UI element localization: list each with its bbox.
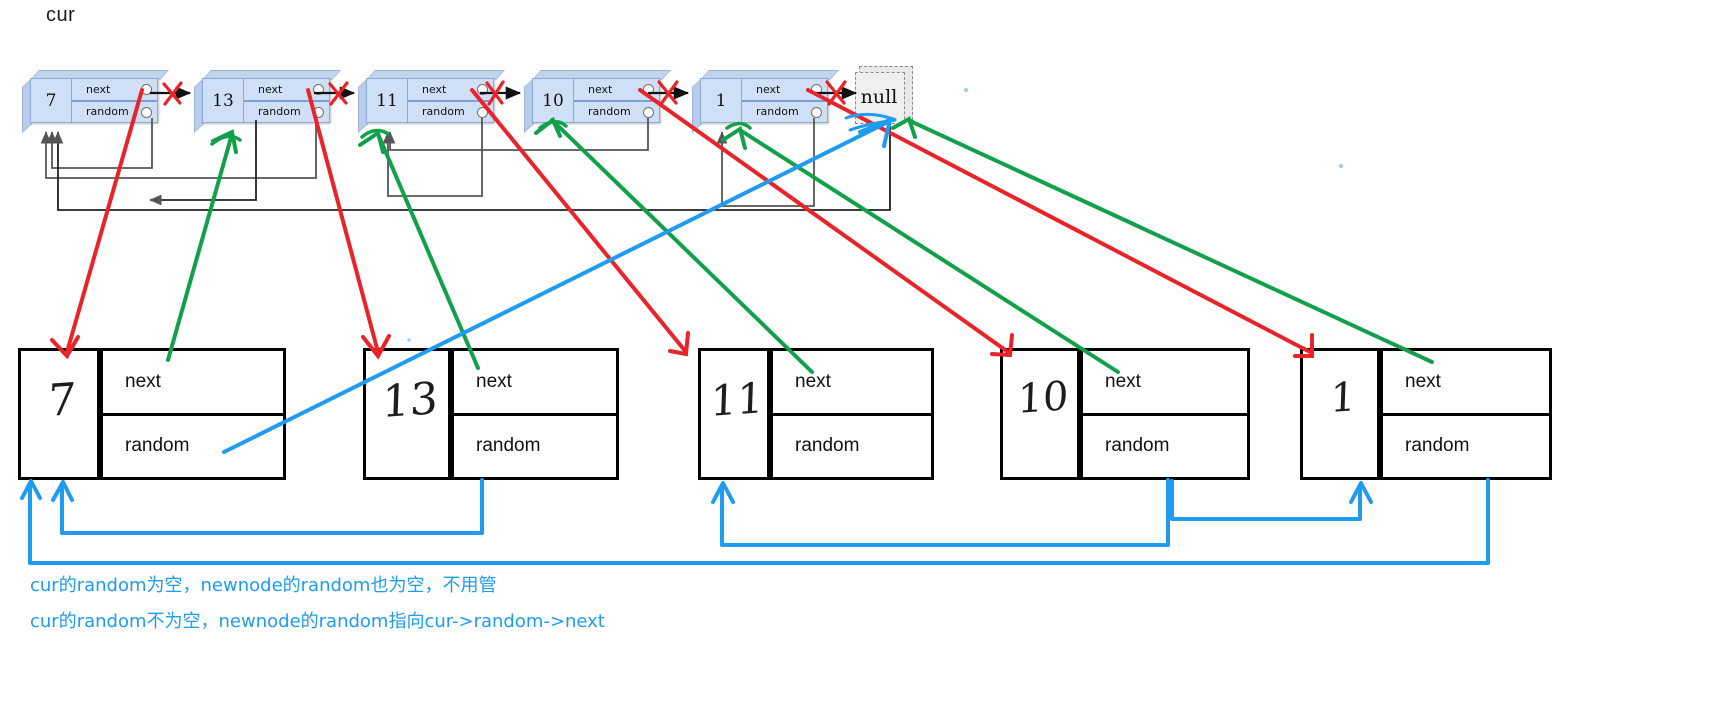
random-label: random bbox=[756, 105, 799, 119]
red-arrowheads bbox=[52, 333, 1312, 356]
green-tick-marks bbox=[212, 122, 750, 144]
copy-node-1[interactable]: 1 next random bbox=[1300, 348, 1552, 480]
copy-node-value-cell: 10 bbox=[1000, 348, 1080, 480]
node-value: 7 bbox=[31, 79, 72, 122]
copy-node-fields: next random bbox=[1380, 348, 1552, 480]
copy-next-label: next bbox=[1383, 351, 1549, 416]
copy-node-11[interactable]: 11 next random bbox=[698, 348, 934, 480]
copy-random-label: random bbox=[795, 435, 860, 457]
node-value: 13 bbox=[203, 79, 244, 122]
node-fields: next random bbox=[408, 79, 493, 122]
green-copy-to-original-arrows bbox=[168, 120, 1432, 372]
node-fields: next random bbox=[574, 79, 659, 122]
node-value: 1 bbox=[701, 79, 742, 122]
random-label: random bbox=[86, 105, 129, 119]
copy-node-fields: next random bbox=[451, 348, 619, 480]
next-pointer-dot-icon[interactable] bbox=[477, 84, 488, 96]
random-label: random bbox=[258, 105, 301, 119]
node-body: 11 next random bbox=[366, 78, 494, 123]
copy-next-label: next bbox=[1083, 351, 1247, 416]
random-pointer-dot-icon[interactable] bbox=[811, 106, 822, 118]
null-node: null bbox=[855, 66, 913, 124]
copy-random-label: random bbox=[125, 435, 190, 457]
copy-random-label: random bbox=[1105, 435, 1170, 457]
copy-node-value-cell: 13 bbox=[363, 348, 451, 480]
copy-node-fields: next random bbox=[1080, 348, 1250, 480]
node-value: 10 bbox=[533, 79, 574, 122]
next-label: next bbox=[756, 82, 781, 96]
next-label: next bbox=[86, 82, 111, 96]
node-body: 1 next random bbox=[700, 78, 828, 123]
copy-node-10[interactable]: 10 next random bbox=[1000, 348, 1250, 480]
original-random-pointer-extra bbox=[52, 120, 890, 210]
null-scribble bbox=[846, 114, 896, 130]
node-random-field: random bbox=[244, 101, 329, 122]
node-random-field: random bbox=[742, 101, 827, 122]
original-node-1[interactable]: 1 next random bbox=[692, 70, 840, 134]
node-next-field: next bbox=[574, 79, 659, 102]
blue-copy-random-arrows bbox=[22, 120, 1488, 563]
original-node-13[interactable]: 13 next random bbox=[194, 70, 342, 134]
original-node-11[interactable]: 11 next random bbox=[358, 70, 506, 134]
copy-node-value-cell: 11 bbox=[698, 348, 770, 480]
copy-random-label: random bbox=[476, 435, 541, 457]
copy-node-fields: next random bbox=[770, 348, 934, 480]
node-random-field: random bbox=[408, 101, 493, 122]
random-pointer-dot-icon[interactable] bbox=[141, 106, 152, 118]
node-next-field: next bbox=[72, 79, 157, 102]
copy-node-13[interactable]: 13 next random bbox=[363, 348, 619, 480]
random-pointer-dot-icon[interactable] bbox=[477, 106, 488, 118]
faint-marks bbox=[407, 87, 1344, 342]
next-label: next bbox=[588, 82, 613, 96]
node-fields: next random bbox=[742, 79, 827, 122]
node-value: 11 bbox=[367, 79, 408, 122]
copy-random-label: random bbox=[1405, 435, 1470, 457]
next-label: next bbox=[258, 82, 283, 96]
null-node-label: null bbox=[860, 86, 898, 108]
copy-next-label: next bbox=[103, 351, 283, 416]
node-next-field: next bbox=[408, 79, 493, 102]
copy-next-label: next bbox=[773, 351, 931, 416]
red-next-mapping-arrows bbox=[67, 90, 1310, 352]
node-next-field: next bbox=[742, 79, 827, 102]
note-line-2: cur的random不为空，newnode的random指向cur->rando… bbox=[30, 611, 605, 632]
node-body: 10 next random bbox=[532, 78, 660, 123]
next-pointer-dot-icon[interactable] bbox=[313, 84, 324, 96]
next-label: next bbox=[422, 82, 447, 96]
random-label: random bbox=[422, 105, 465, 119]
random-pointer-dot-icon[interactable] bbox=[643, 106, 654, 118]
cur-label: cur bbox=[46, 4, 76, 26]
copy-node-value-cell: 1 bbox=[1300, 348, 1380, 480]
copy-node-fields: next random bbox=[100, 348, 286, 480]
copy-node-7[interactable]: 7 next random bbox=[18, 348, 286, 480]
node-random-field: random bbox=[574, 101, 659, 122]
note-line-1: cur的random为空，newnode的random也为空，不用管 bbox=[30, 575, 497, 596]
random-label: random bbox=[588, 105, 631, 119]
copy-next-label: next bbox=[454, 351, 616, 416]
node-body: 13 next random bbox=[202, 78, 330, 123]
original-node-10[interactable]: 10 next random bbox=[524, 70, 672, 134]
